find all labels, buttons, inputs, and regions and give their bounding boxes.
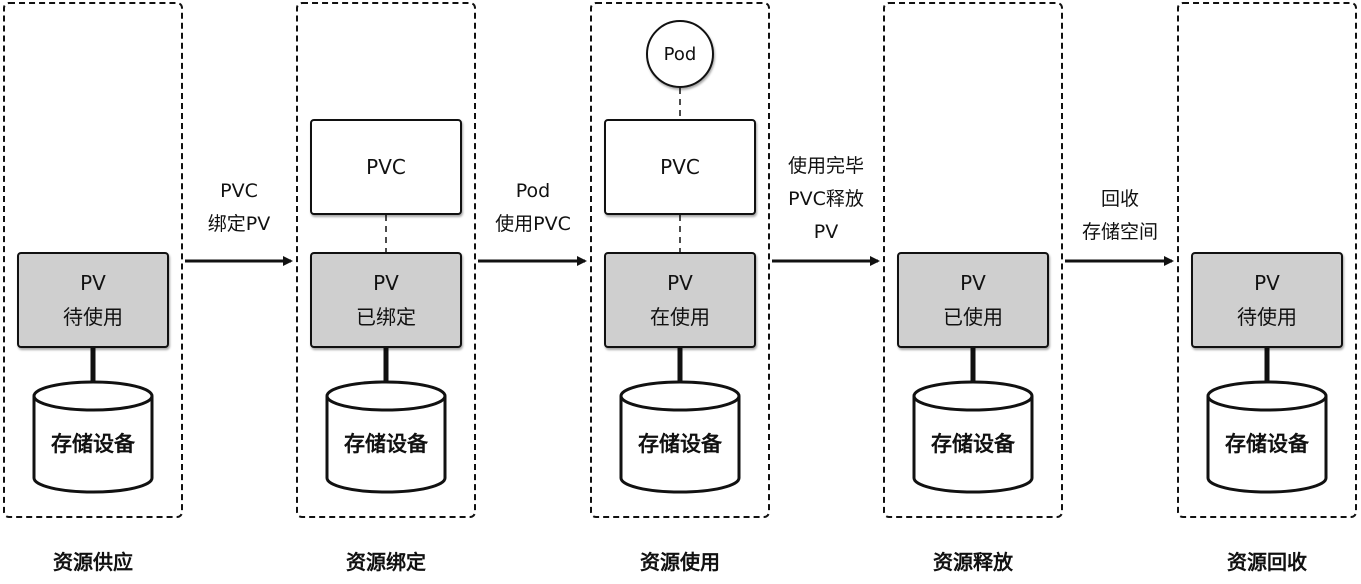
storage-label: 存储设备: [931, 432, 1015, 456]
pv-title: PV: [373, 271, 399, 295]
pv-box: PV 在使用: [604, 252, 756, 348]
transition-line: 回收: [1100, 188, 1139, 210]
transition-line: 绑定PV: [207, 213, 271, 235]
pv-state: 待使用: [1237, 305, 1297, 329]
transition-line: PVC释放: [788, 188, 864, 210]
storage-cylinder: [912, 380, 1034, 494]
transition-line: 使用PVC: [495, 213, 571, 235]
storage-label: 存储设备: [638, 432, 722, 456]
storage-label: 存储设备: [1225, 432, 1309, 456]
pod-node: Pod: [646, 20, 714, 88]
stage-container-provision: [3, 2, 183, 518]
pod-label: Pod: [663, 43, 697, 65]
pvc-box: PVC: [604, 119, 756, 215]
pv-title: PV: [1254, 271, 1280, 295]
transition-line: PVC: [220, 180, 258, 202]
stage-label: 资源回收: [1227, 550, 1307, 574]
pvc-label: PVC: [660, 155, 700, 179]
stage-label: 资源释放: [933, 550, 1013, 574]
pv-state: 已使用: [943, 305, 1003, 329]
transition-label-release: 使用完毕 PVC释放 PV: [772, 150, 880, 249]
pv-title: PV: [667, 271, 693, 295]
transition-line: 使用完毕: [787, 155, 864, 177]
pv-title: PV: [960, 271, 986, 295]
pv-state: 在使用: [650, 305, 710, 329]
pv-title: PV: [80, 271, 106, 295]
transition-line: 存储空间: [1081, 221, 1158, 243]
storage-cylinder: [32, 380, 154, 494]
pv-state: 待使用: [63, 305, 123, 329]
stage-label: 资源供应: [53, 550, 133, 574]
pv-box: PV 待使用: [17, 252, 169, 348]
storage-cylinder: [1206, 380, 1328, 494]
storage-label: 存储设备: [51, 432, 135, 456]
pv-box: PV 已绑定: [310, 252, 462, 348]
pv-state: 已绑定: [356, 305, 416, 329]
stage-container-reclaim: [1177, 2, 1357, 518]
transition-label-use: Pod 使用PVC: [478, 175, 588, 241]
pvc-box: PVC: [310, 119, 462, 215]
pv-box: PV 已使用: [897, 252, 1049, 348]
transition-label-bind: PVC 绑定PV: [185, 175, 293, 241]
pv-box: PV 待使用: [1191, 252, 1343, 348]
storage-cylinder: [325, 380, 447, 494]
stage-label: 资源绑定: [346, 550, 426, 574]
storage-cylinder: [619, 380, 741, 494]
transition-line: Pod: [515, 180, 551, 202]
stage-container-release: [883, 2, 1063, 518]
stage-label: 资源使用: [640, 550, 720, 574]
pvc-label: PVC: [366, 155, 406, 179]
transition-line: PV: [813, 221, 839, 243]
stage-container-binding: [296, 2, 476, 518]
stage-container-using: [590, 2, 770, 518]
transition-label-reclaim: 回收 存储空间: [1065, 183, 1175, 249]
storage-label: 存储设备: [344, 432, 428, 456]
